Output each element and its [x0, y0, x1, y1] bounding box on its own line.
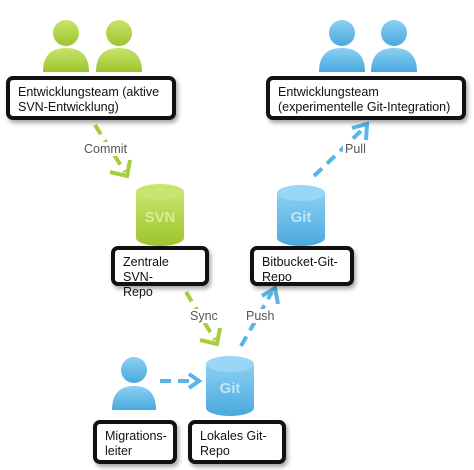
person-icon — [371, 20, 417, 72]
svn-repo-box: Zentrale SVN- Repo — [111, 246, 209, 299]
migration-lead-box: Migrations- leiter — [93, 420, 177, 464]
person-icon — [319, 20, 365, 72]
git-cylinder-icon: Git — [206, 356, 254, 416]
commit-label: Commit — [82, 142, 130, 156]
arrow-pull — [312, 121, 370, 178]
person-icon — [112, 357, 156, 410]
person-icon — [43, 20, 89, 72]
svn-cylinder-icon: SVN — [136, 184, 184, 246]
push-label: Push — [244, 309, 277, 323]
git-cylinder-label: Git — [291, 209, 312, 226]
svn-cylinder-label: SVN — [145, 209, 176, 226]
arrow-push — [239, 284, 280, 347]
git-team-box: Entwicklungsteam (experimentelle Git-Int… — [266, 76, 466, 120]
arrow-migration-to-local — [160, 372, 203, 390]
bitbucket-repo-box: Bitbucket-Git- Repo — [250, 246, 354, 286]
svn-team-box: Entwicklungsteam (aktive SVN-Entwicklung… — [6, 76, 176, 120]
sync-label: Sync — [188, 309, 220, 323]
pull-label: Pull — [343, 142, 368, 156]
person-icon — [96, 20, 142, 72]
git-cylinder-label: Git — [220, 380, 241, 397]
local-repo-box: Lokales Git- Repo — [188, 420, 286, 464]
git-cylinder-icon: Git — [277, 185, 325, 246]
